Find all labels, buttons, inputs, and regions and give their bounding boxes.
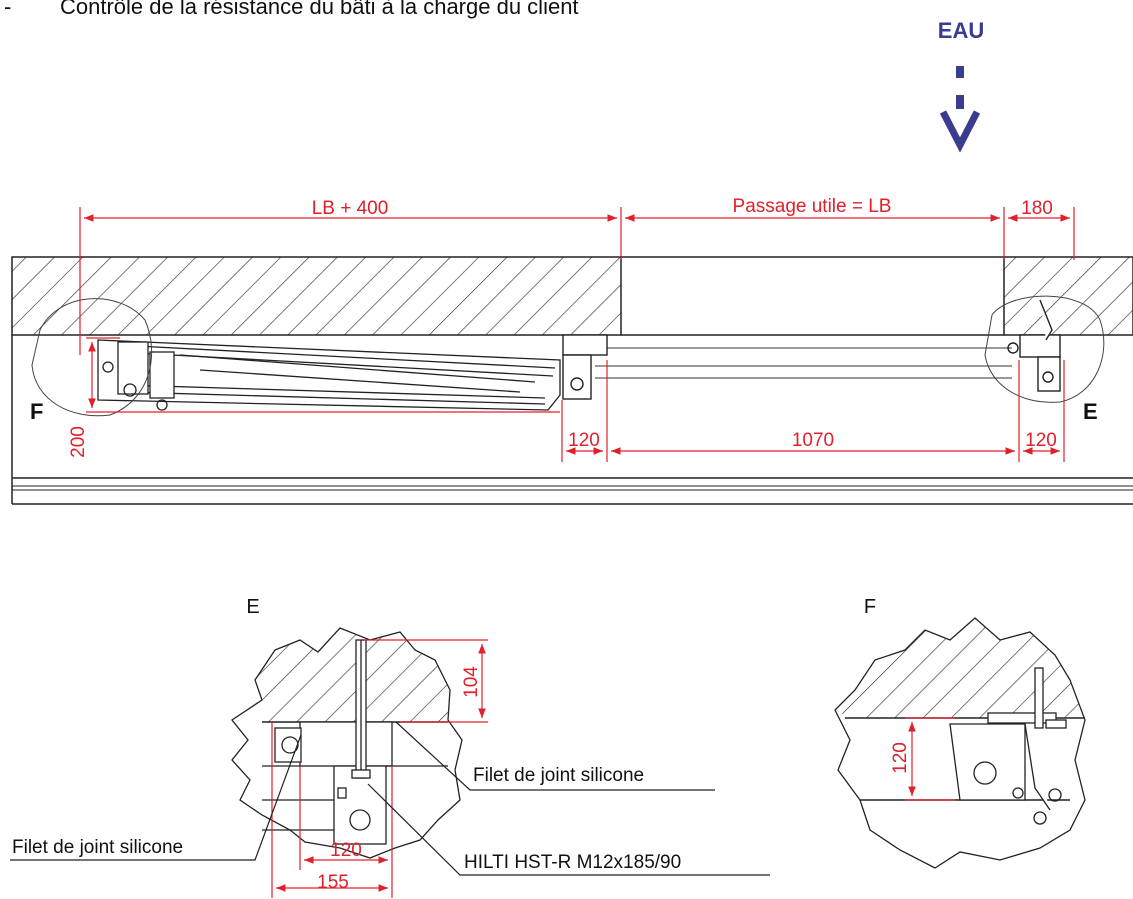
dim-120-left: 120 (568, 430, 600, 451)
post-right (1007, 299, 1061, 392)
header-bullet-line: - Contrôle de la résistance du bâti à la … (0, 0, 579, 20)
dim-120-right: 120 (1025, 430, 1057, 451)
dim-passage-utile: Passage utile = LB (733, 196, 892, 217)
detail-e: E (10, 596, 770, 898)
detail-e-dim-120: 120 (330, 840, 362, 861)
water-indicator: EAU (938, 18, 984, 153)
dim-lb-plus-400: LB + 400 (312, 198, 389, 219)
dimension-bottom (561, 360, 1065, 462)
wall-right-hatch (1003, 256, 1133, 336)
callout-joint-silicone-right: Filet de joint silicone (473, 765, 644, 786)
detail-f-dim-120: 120 (890, 742, 911, 774)
callout-hilti-anchor: HILTI HST-R M12x185/90 (464, 852, 681, 873)
detail-e-wall-hatch (255, 628, 450, 722)
detail-e-dim-155: 155 (317, 872, 349, 893)
header-text: Contrôle de la résistance du bâti à la c… (60, 0, 579, 19)
post-left (562, 334, 608, 400)
main-plan-view: F E LB + 400 Passage utile = LB 180 (11, 196, 1133, 505)
water-label: EAU (938, 18, 984, 43)
detail-f-title: F (864, 596, 876, 618)
detail-f-wall-hatch (835, 618, 1085, 718)
dim-180: 180 (1021, 198, 1053, 219)
zone-letter-f: F (30, 399, 43, 424)
dimension-top (79, 207, 1075, 355)
anchor-bolt (351, 639, 371, 779)
detail-circle-e (984, 295, 1105, 403)
folded-door-leaf (97, 339, 561, 411)
detail-circle-f (31, 298, 152, 417)
dim-200: 200 (68, 426, 89, 458)
detail-f: F 120 (834, 596, 1086, 869)
detail-e-title: E (246, 596, 259, 618)
zone-letter-e: E (1083, 399, 1098, 424)
dim-1070: 1070 (792, 430, 834, 451)
detail-e-dim-104: 104 (461, 666, 482, 698)
bullet-dash: - (4, 0, 12, 19)
wall-left-hatch (11, 256, 622, 336)
callout-joint-silicone-left: Filet de joint silicone (12, 837, 183, 858)
arrow-down-icon (939, 66, 981, 153)
dimension-200 (86, 337, 560, 413)
